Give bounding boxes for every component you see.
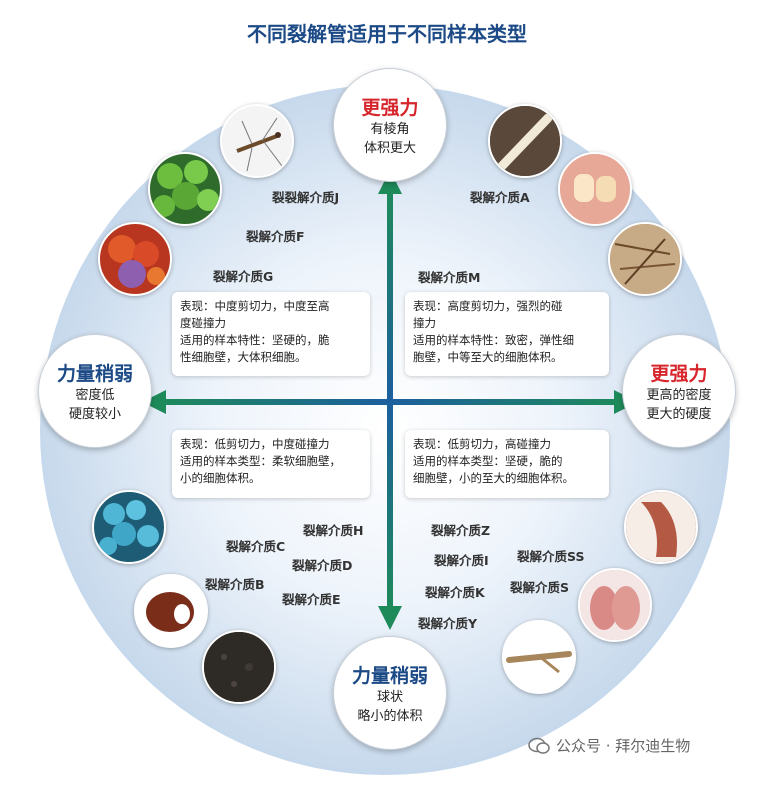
mosquito-photo (220, 104, 294, 178)
qbr-line3: 细胞壁，小的至大的细胞体积。 (413, 471, 574, 485)
media-label-b: 裂解介质B (205, 577, 265, 592)
media-label-j: 裂裂解介质J (272, 190, 340, 205)
media-label-h: 裂解介质H (303, 523, 364, 538)
qtl-line4: 性细胞壁，大体积细胞。 (180, 350, 307, 364)
media-label-ss: 裂解介质SS (517, 549, 585, 564)
qbr-line2: 适用的样本类型：坚硬，脆的 (413, 454, 563, 468)
node-right-line2: 更大的硬度 (646, 406, 712, 422)
media-label-d: 裂解介质D (292, 558, 353, 573)
node-top: 更强力 有棱角 体积更大 (333, 68, 447, 182)
qbl-line3: 小的细胞体积。 (180, 471, 261, 485)
soil-photo (202, 630, 276, 704)
node-top-line2: 体积更大 (363, 140, 416, 156)
arrow-left-head (142, 390, 166, 414)
watermark-text: 公众号 · 拜尔迪生物 (556, 737, 691, 755)
media-label-c: 裂解介质C (226, 539, 286, 554)
horizontal-axis (160, 399, 620, 405)
quadrant-bottom-left-box: 表现：低剪切力，中度碰撞力 适用的样本类型：柔软细胞壁， 小的细胞体积。 (172, 430, 370, 498)
green-spores-photo (148, 152, 222, 226)
wechat-icon (528, 737, 550, 754)
node-right: 更强力 更高的密度 更大的硬度 (622, 334, 736, 448)
node-right-head: 更强力 (650, 362, 708, 385)
muscle-photo (624, 490, 698, 564)
red-tissue-photo (98, 222, 172, 296)
arrow-down-head (378, 606, 402, 630)
watermark: 公众号 · 拜尔迪生物 (528, 735, 690, 756)
qbl-line2: 适用的样本类型：柔软细胞壁， (180, 454, 341, 468)
media-label-i: 裂解介质I (434, 553, 489, 568)
arrow-up-head (378, 170, 402, 194)
node-top-line1: 有棱角 (370, 121, 410, 137)
qtl-line3: 适用的样本特性：坚硬的，脆 (180, 333, 330, 347)
media-label-z: 裂解介质Z (431, 523, 491, 538)
node-left-line2: 硬度较小 (68, 406, 121, 422)
lung-photo (578, 568, 652, 642)
kidney-photo (134, 574, 208, 648)
bone-photo (488, 104, 562, 178)
node-bottom-line1: 球状 (376, 689, 403, 705)
qtr-line2: 撞力 (413, 316, 436, 330)
media-label-e: 裂解介质E (282, 592, 341, 607)
qtr-line3: 适用的样本特性：致密，弹性细 (413, 333, 574, 347)
media-label-a: 裂解介质A (470, 190, 530, 205)
qtr-line4: 胞壁，中等至大的细胞体积。 (413, 350, 563, 364)
node-bottom: 力量稍弱 球状 略小的体积 (333, 636, 447, 750)
node-right-line1: 更高的密度 (646, 387, 712, 403)
media-label-k: 裂解介质K (425, 585, 485, 600)
node-top-head: 更强力 (361, 96, 419, 119)
teeth-photo (558, 152, 632, 226)
node-bottom-line2: 略小的体积 (357, 708, 423, 724)
qtl-line2: 度碰撞力 (180, 316, 226, 330)
media-label-m: 裂解介质M (418, 270, 481, 285)
quadrant-top-left-box: 表现：中度剪切力，中度至高 度碰撞力 适用的样本特性：坚硬的，脆 性细胞壁，大体… (172, 292, 370, 376)
root-photo (502, 620, 576, 694)
qtr-line1: 表现：高度剪切力，强烈的碰 (413, 299, 563, 313)
qtl-line1: 表现：中度剪切力，中度至高 (180, 299, 330, 313)
node-bottom-head: 力量稍弱 (351, 664, 428, 687)
herb-photo (608, 222, 682, 296)
blue-cells-photo (92, 490, 166, 564)
node-left-line1: 密度低 (75, 387, 115, 403)
quadrant-top-right-box: 表现：高度剪切力，强烈的碰 撞力 适用的样本特性：致密，弹性细 胞壁，中等至大的… (405, 292, 609, 376)
media-label-s: 裂解介质S (510, 580, 570, 595)
media-label-f: 裂解介质F (246, 229, 305, 244)
quadrant-bottom-right-box: 表现：低剪切力，高碰撞力 适用的样本类型：坚硬，脆的 细胞壁，小的至大的细胞体积… (405, 430, 609, 498)
qbr-line1: 表现：低剪切力，高碰撞力 (413, 437, 551, 451)
diagram-title: 不同裂解管适用于不同样本类型 (247, 22, 527, 46)
media-label-y: 裂解介质Y (418, 616, 478, 631)
media-label-g: 裂解介质G (213, 269, 274, 284)
node-left-head: 力量稍弱 (56, 362, 133, 385)
node-left: 力量稍弱 密度低 硬度较小 (38, 334, 152, 448)
qbl-line1: 表现：低剪切力，中度碰撞力 (180, 437, 330, 451)
